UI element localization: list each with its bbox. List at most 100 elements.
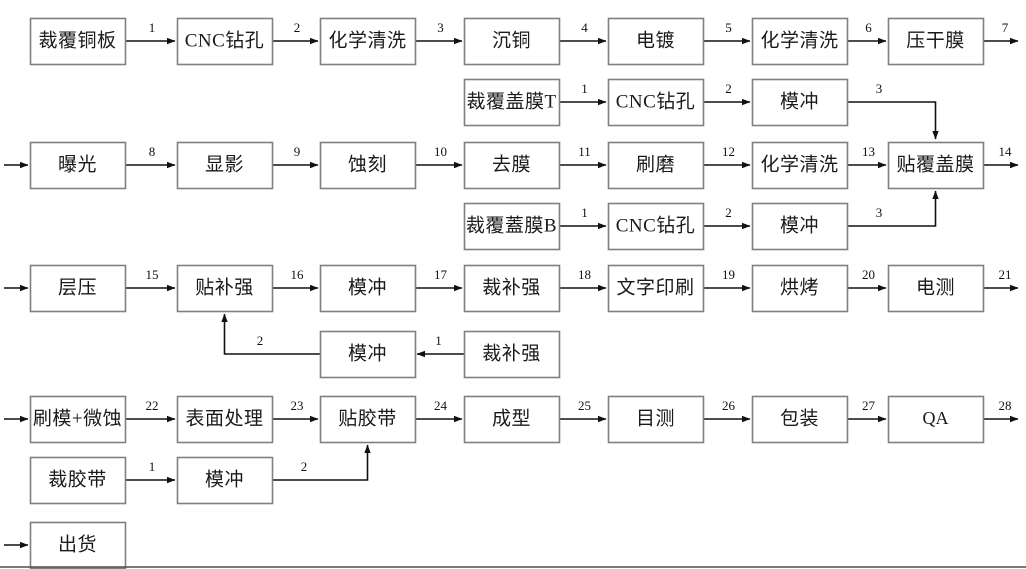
edge-label-e25: 17 [434,267,448,282]
process-node-n32[interactable]: 贴胶带 [319,395,417,444]
edge-label-e36: 25 [578,398,591,413]
edge-label-e9: 2 [725,81,732,96]
process-node-n4[interactable]: 沉铜 [463,17,561,66]
process-node-n12[interactable]: 显影 [176,141,274,190]
edge-label-e1: 1 [149,20,156,35]
edge-label-e4: 4 [581,20,588,35]
edge-label-e30: 1 [435,333,442,348]
process-node-n38[interactable]: 模冲 [176,456,274,505]
process-node-n18[interactable]: 裁覆蓋膜B [463,202,561,251]
node-box [607,264,705,313]
process-node-n31[interactable]: 表面处理 [176,395,274,444]
node-box [463,78,561,127]
node-box [29,141,127,190]
node-box [751,395,849,444]
process-node-n10[interactable]: 模冲 [751,78,849,127]
process-node-n2[interactable]: CNC钻孔 [176,17,274,66]
process-node-n17[interactable]: 贴覆盖膜 [887,141,985,190]
process-node-n9[interactable]: CNC钻孔 [607,78,705,127]
process-node-n36[interactable]: QA [887,395,985,444]
node-box [463,141,561,190]
process-node-n3[interactable]: 化学清洗 [319,17,417,66]
edge-label-e17: 13 [862,144,875,159]
node-box [607,78,705,127]
node-label: CNC钻孔 [616,90,696,112]
node-box [607,17,705,66]
process-node-n35[interactable]: 包装 [751,395,849,444]
node-label: 成型 [492,407,531,429]
node-label: 包装 [780,407,819,429]
node-label: 模冲 [780,90,819,112]
process-node-n16[interactable]: 化学清洗 [751,141,849,190]
node-label: 模冲 [205,468,244,490]
node-label: 贴覆盖膜 [896,153,974,175]
node-box [463,264,561,313]
process-node-n33[interactable]: 成型 [463,395,561,444]
node-label: 目测 [636,407,675,429]
process-node-n21[interactable]: 层压 [29,264,127,313]
node-label: 显影 [205,153,244,175]
node-box [751,17,849,66]
process-node-n28[interactable]: 模冲 [319,330,417,379]
node-box [176,17,274,66]
process-node-n37[interactable]: 裁胶带 [29,456,127,505]
node-box [887,264,985,313]
process-node-n13[interactable]: 蚀刻 [319,141,417,190]
node-box [319,141,417,190]
process-node-n26[interactable]: 烘烤 [751,264,849,313]
edge-label-e28: 20 [862,267,875,282]
node-box [29,264,127,313]
edge-label-e2: 2 [294,20,301,35]
edge-label-e6: 6 [865,20,872,35]
process-node-n25[interactable]: 文字印刷 [607,264,705,313]
process-node-n30[interactable]: 刷模+微蚀 [29,395,127,444]
node-box [29,17,127,66]
process-node-n22[interactable]: 贴补强 [176,264,274,313]
node-label: 沉铜 [492,29,531,51]
edge-label-e5: 5 [725,20,732,35]
process-node-n14[interactable]: 去膜 [463,141,561,190]
process-node-n8[interactable]: 裁覆盖膜T [463,78,561,127]
process-node-n20[interactable]: 模冲 [751,202,849,251]
node-label: 化学清洗 [760,153,838,175]
edge-label-e3: 3 [437,20,444,35]
process-node-n29[interactable]: 裁补强 [463,330,561,379]
process-node-n27[interactable]: 电测 [887,264,985,313]
process-node-n15[interactable]: 刷磨 [607,141,705,190]
edge-e31 [221,313,320,355]
process-node-n34[interactable]: 目测 [607,395,705,444]
process-node-n23[interactable]: 模冲 [319,264,417,313]
process-node-n1[interactable]: 裁覆铜板 [29,17,127,66]
node-label: 压干膜 [906,29,965,51]
process-node-n6[interactable]: 化学清洗 [751,17,849,66]
node-box [751,141,849,190]
node-box [463,395,561,444]
node-box [319,264,417,313]
node-label: 裁覆铜板 [38,29,116,51]
edge-e41 [272,444,371,481]
process-node-n5[interactable]: 电镀 [607,17,705,66]
process-node-n7[interactable]: 压干膜 [887,17,985,66]
node-label: 化学清洗 [760,29,838,51]
edge-label-e24: 16 [291,267,305,282]
edge-label-e15: 11 [578,144,591,159]
node-label: 贴胶带 [338,407,397,429]
process-node-n24[interactable]: 裁补强 [463,264,561,313]
edge-label-e39: 28 [999,398,1012,413]
edge-label-e27: 19 [722,267,735,282]
process-node-n11[interactable]: 曝光 [29,141,127,190]
node-label: 电镀 [636,29,675,51]
node-label: 文字印刷 [616,276,694,298]
node-box [751,202,849,251]
node-box [751,78,849,127]
node-box [887,17,985,66]
edge-label-e21: 3 [876,205,883,220]
node-box [29,456,127,505]
process-node-n39[interactable]: 出货 [29,521,127,569]
process-node-n19[interactable]: CNC钻孔 [607,202,705,251]
node-box [176,456,274,505]
node-box [29,521,127,569]
